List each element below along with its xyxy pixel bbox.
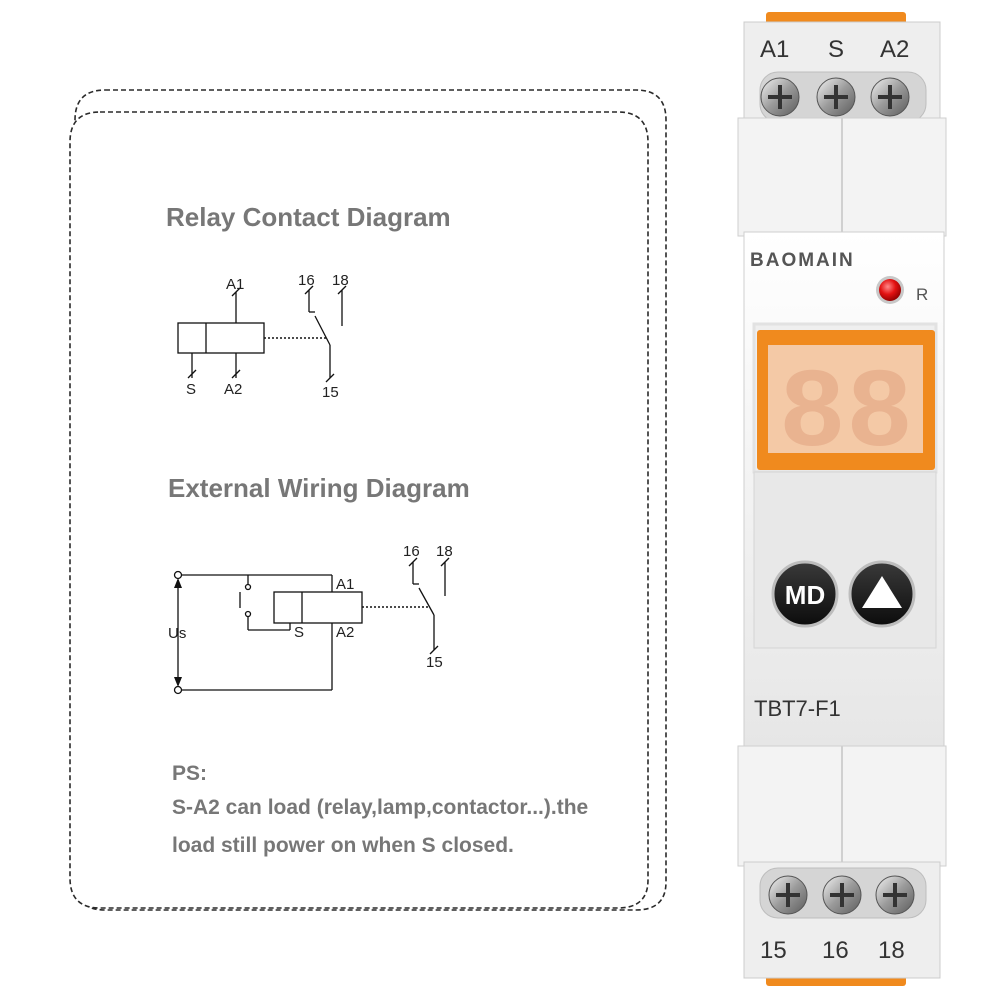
ps-heading: PS: (172, 762, 207, 785)
diagram-card (69, 89, 667, 911)
ew-label-s: S (294, 624, 304, 641)
bottom-terminal-16: 16 (822, 937, 849, 964)
external-wiring-diagram (173, 557, 450, 695)
display-digits: 88 (779, 352, 913, 479)
led-label: R (916, 285, 928, 304)
top-terminal-a2: A2 (880, 36, 909, 63)
up-button[interactable] (848, 560, 916, 628)
up-triangle-icon (862, 576, 902, 608)
md-button[interactable] (771, 560, 839, 628)
rc-label-s: S (186, 381, 196, 398)
brand-logo: BAOMAIN (750, 250, 855, 271)
bottom-screw-18 (875, 875, 915, 915)
status-led (879, 279, 901, 301)
top-terminal-s: S (828, 36, 844, 63)
ew-label-us: Us (168, 625, 186, 642)
ew-label-15: 15 (426, 654, 443, 671)
top-screw-s (816, 77, 856, 117)
relay-contact-diagram (177, 285, 347, 383)
ps-line-2: load still power on when S closed. (172, 834, 514, 857)
external-wiring-title: External Wiring Diagram (168, 473, 470, 503)
ew-label-18: 18 (436, 543, 453, 560)
top-screw-a1 (760, 77, 800, 117)
ew-label-16: 16 (403, 543, 420, 560)
bottom-screw-16 (822, 875, 862, 915)
bottom-terminal-18: 18 (878, 937, 905, 964)
rc-label-16: 16 (298, 272, 315, 289)
bottom-terminal-15: 15 (760, 937, 787, 964)
ew-label-a1: A1 (336, 576, 354, 593)
rc-label-a2: A2 (224, 381, 242, 398)
relay-contact-title: Relay Contact Diagram (166, 202, 451, 232)
model-label: TBT7-F1 (754, 696, 841, 721)
ew-label-a2: A2 (336, 624, 354, 641)
ps-line-1: S-A2 can load (relay,lamp,contactor...).… (172, 796, 588, 819)
top-screw-a2 (870, 77, 910, 117)
relay-device (737, 12, 947, 986)
bottom-screw-15 (768, 875, 808, 915)
rc-label-18: 18 (332, 272, 349, 289)
rc-label-15: 15 (322, 384, 339, 401)
top-terminal-a1: A1 (760, 36, 789, 63)
digit-display (768, 345, 923, 453)
md-button-label: MD (785, 580, 825, 610)
rc-label-a1: A1 (226, 276, 244, 293)
